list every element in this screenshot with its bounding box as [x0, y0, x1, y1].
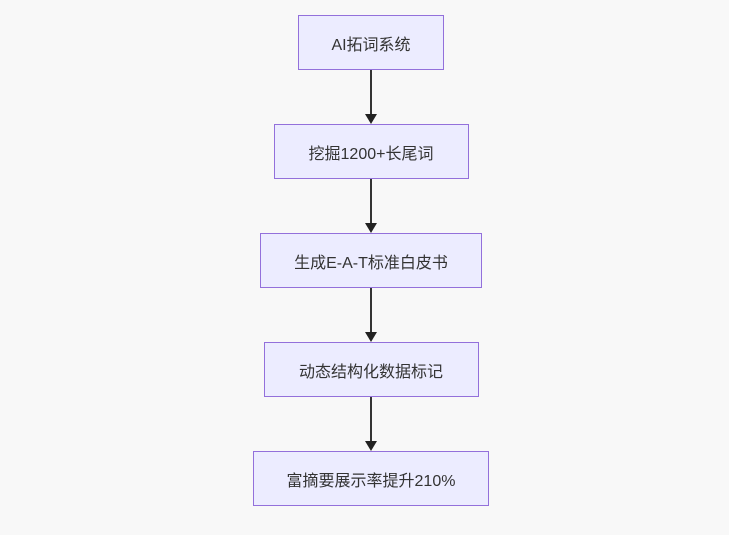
flow-node-ai-word-system: AI拓词系统 — [298, 15, 444, 70]
flow-node-generate-eat-whitepaper: 生成E-A-T标准白皮书 — [260, 233, 482, 288]
flow-node-label: 动态结构化数据标记 — [298, 363, 443, 381]
flow-node-label: 富摘要展示率提升210% — [286, 472, 456, 490]
flowchart: AI拓词系统 挖掘1200+长尾词 生成E-A-T标准白皮书 动态结构化数据标记… — [253, 15, 489, 506]
flow-node-rich-snippet-rate-increase: 富摘要展示率提升210% — [253, 451, 489, 506]
arrowhead-down-icon — [365, 114, 377, 124]
flow-node-dynamic-structured-data-markup: 动态结构化数据标记 — [263, 342, 479, 397]
flow-node-mine-longtail-keywords: 挖掘1200+长尾词 — [273, 124, 469, 179]
flow-node-label: AI拓词系统 — [331, 36, 411, 54]
arrow-shaft — [370, 397, 372, 442]
down-arrow — [365, 288, 377, 342]
arrow-shaft — [370, 70, 372, 115]
down-arrow — [365, 397, 377, 451]
arrowhead-down-icon — [365, 441, 377, 451]
arrow-shaft — [370, 288, 372, 333]
down-arrow — [365, 70, 377, 124]
flow-node-label: 挖掘1200+长尾词 — [308, 145, 434, 163]
arrowhead-down-icon — [365, 332, 377, 342]
arrowhead-down-icon — [365, 223, 377, 233]
arrow-shaft — [370, 179, 372, 224]
down-arrow — [365, 179, 377, 233]
flow-node-label: 生成E-A-T标准白皮书 — [294, 254, 448, 272]
